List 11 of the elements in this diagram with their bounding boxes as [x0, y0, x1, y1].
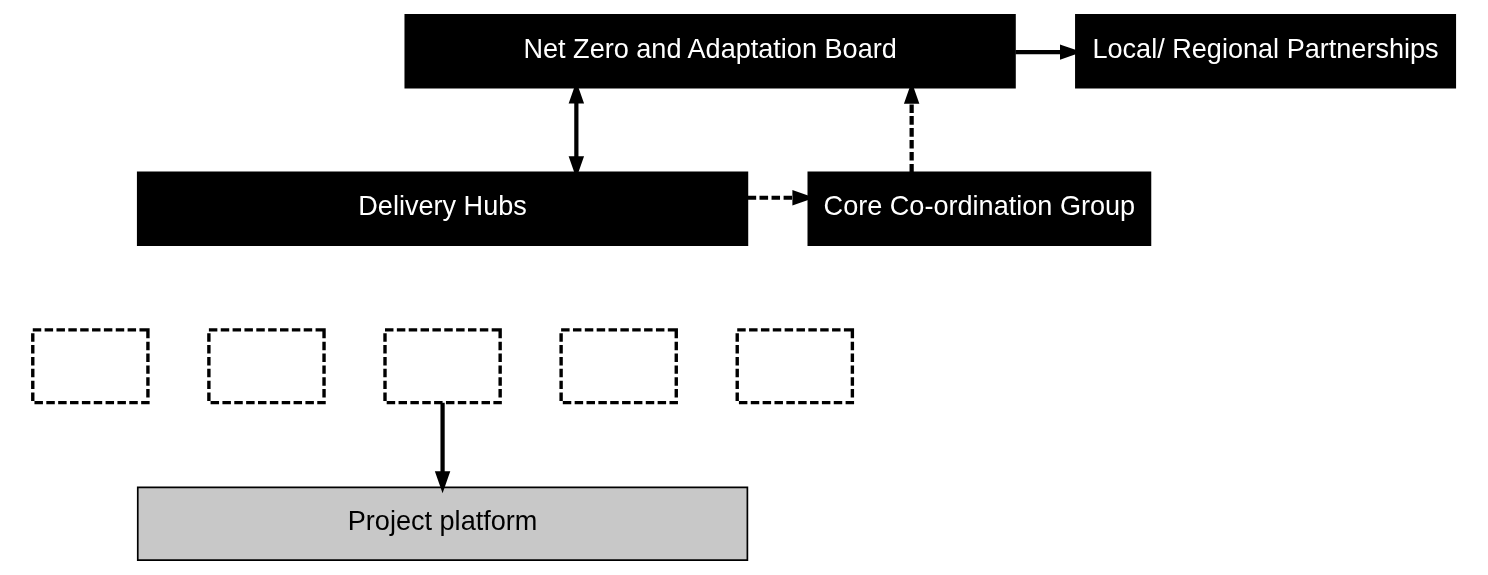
- node-box: Local/ Regional Partnerships: [1075, 14, 1457, 89]
- node-box: [559, 328, 678, 405]
- node-box: Delivery Hubs: [136, 171, 749, 246]
- node-box: [207, 328, 326, 405]
- node-box: Core Co-ordination Group: [807, 171, 1152, 246]
- arrow: [434, 402, 451, 494]
- node-box: [735, 328, 855, 405]
- node-box: Net Zero and Adaptation Board: [404, 14, 1016, 89]
- node-box: [383, 328, 502, 405]
- node-box: [31, 328, 150, 405]
- node-box: Project platform: [136, 486, 749, 561]
